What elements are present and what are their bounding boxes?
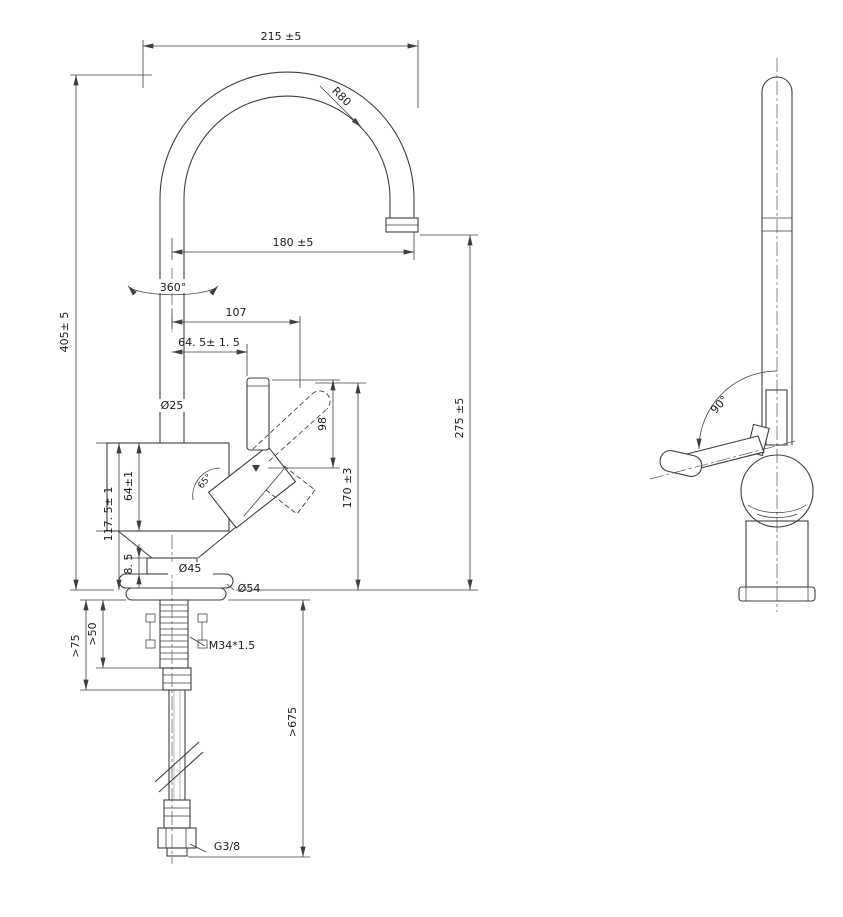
dim-base-diameter-label: Ø45 <box>179 562 202 575</box>
shank-thread-label: M34*1.5 <box>209 639 255 652</box>
dim-tube-diameter-label: Ø25 <box>161 399 184 412</box>
dim-base-diameter: Ø45 <box>168 562 213 575</box>
dim-spout-reach-label: 180 ±5 <box>273 236 314 249</box>
dim-lever-offset: 64. 5± 1. 5 <box>172 336 248 376</box>
dim-body-total: 117. 5± 1 <box>96 442 122 590</box>
spout-inner-outline <box>183 95 391 443</box>
side-body-outline <box>761 76 793 445</box>
shank-thread-annotation: M34*1.5 <box>189 636 255 652</box>
hose-end-fitting <box>163 799 191 829</box>
side-lever-mount <box>765 389 788 446</box>
dim-deck-clearance: >75 <box>69 599 163 691</box>
dim-base-ring-label: 8. 5 <box>122 554 135 575</box>
side-spout-seams <box>762 217 792 232</box>
side-joint-detail <box>747 504 807 518</box>
side-base <box>738 586 816 602</box>
dim-overall-height: 405± 5 <box>58 74 152 591</box>
valve-housing <box>207 445 297 529</box>
dim-spout-reach: 180 ±5 <box>171 232 478 260</box>
dim-handle-reach-label: 107 <box>226 306 247 319</box>
radius-annotation: R80 <box>319 84 362 128</box>
supply-hose <box>162 667 192 800</box>
front-dimensions: 215 ±5 405± 5 180 ±5 107 64. <box>58 30 478 858</box>
dim-lever-offset-label: 64. 5± 1. 5 <box>178 336 240 349</box>
dim-tube-diameter: Ø25 <box>150 399 194 412</box>
dim-outlet-height-label: 275 ±5 <box>453 398 466 439</box>
inlet-nut <box>157 827 197 857</box>
dim-overall-height-label: 405± 5 <box>58 312 71 353</box>
dim-body-total-label: 117. 5± 1 <box>102 487 115 542</box>
dim-hose-length: >675 <box>188 599 310 858</box>
dim-flange-diameter: Ø54 <box>226 582 261 595</box>
spout-outer-outline <box>159 71 415 443</box>
inlet-thread-annotation: G3/8 <box>189 840 240 853</box>
side-handle-angle-label: 90° <box>708 393 731 416</box>
hose-break-marks <box>154 741 204 793</box>
dim-base-ring: 8. 5 <box>122 544 147 588</box>
front-view <box>106 71 419 864</box>
lever-handle-up <box>246 377 270 451</box>
lever-handle-dashed-position <box>252 390 331 515</box>
pivot-mark <box>252 465 260 472</box>
dim-body-upper-label: 64±1 <box>122 471 135 501</box>
dim-body-upper: 64±1 <box>96 443 142 532</box>
body-taper <box>117 526 237 559</box>
dim-deck-clearance-label: >75 <box>69 634 82 657</box>
aerator <box>385 217 419 233</box>
threaded-shank <box>159 599 189 669</box>
dim-lever-length: 98 <box>268 379 340 469</box>
dim-deck-thread-label: >50 <box>86 622 99 645</box>
escutcheon-flange <box>118 573 234 589</box>
lever-angle-label: 65° <box>197 472 215 491</box>
dim-hose-length-label: >675 <box>286 707 299 737</box>
spout-radius-label: R80 <box>329 84 353 108</box>
dim-handle-height-label: 170 ±3 <box>341 468 354 509</box>
swivel-angle-label: 360° <box>160 281 187 294</box>
mounting-hardware <box>145 613 208 649</box>
dim-top-width-label: 215 ±5 <box>261 30 302 43</box>
dim-handle-height: 170 ±3 <box>315 382 366 590</box>
dim-deck-thread: >50 <box>86 600 161 669</box>
side-ball-joint <box>740 454 814 528</box>
dim-lever-length-label: 98 <box>316 417 329 431</box>
base-disc <box>125 587 227 601</box>
dim-handle-reach: 107 <box>171 306 301 388</box>
side-handle <box>649 423 796 480</box>
dim-outlet-height: 275 ±5 <box>236 235 478 591</box>
dim-top-width: 215 ±5 <box>142 30 419 108</box>
swivel-annotation: 360° <box>127 279 219 296</box>
dim-flange-diameter-label: Ø54 <box>238 582 261 595</box>
inlet-thread-label: G3/8 <box>214 840 240 853</box>
side-view: 90° <box>649 58 816 612</box>
